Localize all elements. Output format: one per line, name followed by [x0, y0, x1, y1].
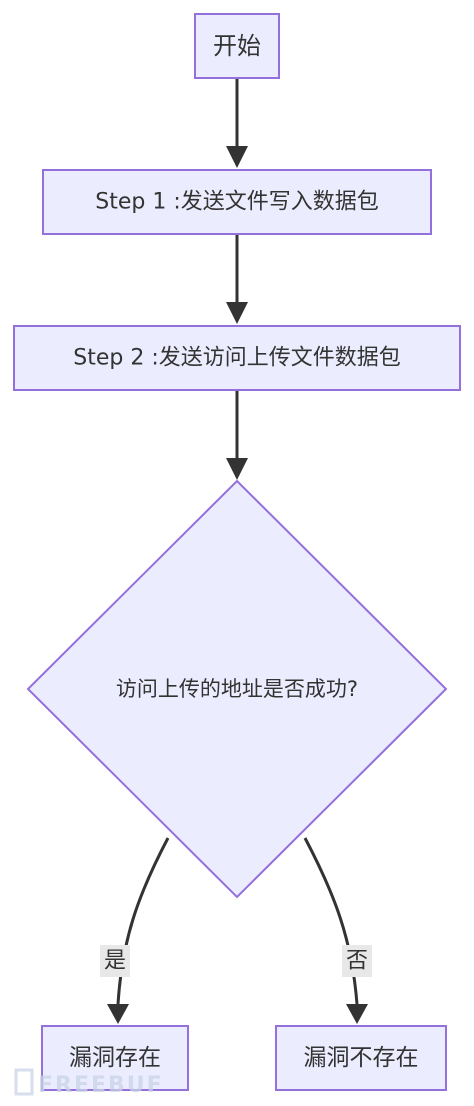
node-novuln-label: 漏洞不存在 [304, 1045, 419, 1071]
edge-label-yes: 是 [100, 945, 130, 977]
edge-step2-to-decision [226, 390, 248, 480]
node-vuln-label: 漏洞存在 [69, 1045, 161, 1071]
arrowhead-icon [226, 146, 248, 168]
arrowhead-icon [107, 1004, 129, 1024]
arrowhead-icon [226, 458, 248, 480]
watermark: FREEBUF [14, 1068, 164, 1098]
edge-step1-to-step2 [226, 234, 248, 324]
node-step1-label: Step 1 :发送文件写入数据包 [95, 190, 379, 215]
edge-decision-to-novuln [303, 837, 368, 1024]
watermark-text: FREEBUF [38, 1073, 164, 1098]
node-vuln: 漏洞存在 [41, 1025, 189, 1091]
watermark-logo-icon [14, 1068, 34, 1096]
node-decision-label: 访问上传的地址是否成功? [116, 677, 358, 701]
node-step2-label: Step 2 :发送访问上传文件数据包 [73, 346, 401, 371]
arrowhead-icon [226, 302, 248, 324]
arrowhead-icon [346, 1004, 368, 1024]
node-decision: 访问上传的地址是否成功? [26, 479, 448, 899]
edge-start-to-step1 [226, 78, 248, 168]
node-step2: Step 2 :发送访问上传文件数据包 [13, 325, 461, 391]
edge-label-no: 否 [342, 945, 372, 977]
edge-label-yes-text: 是 [104, 949, 126, 974]
node-start-label: 开始 [213, 32, 261, 60]
node-step1: Step 1 :发送文件写入数据包 [42, 169, 432, 235]
edge-label-no-text: 否 [346, 949, 368, 974]
node-novuln: 漏洞不存在 [275, 1025, 447, 1091]
edge-decision-to-vuln [107, 837, 170, 1024]
node-start: 开始 [194, 13, 280, 79]
